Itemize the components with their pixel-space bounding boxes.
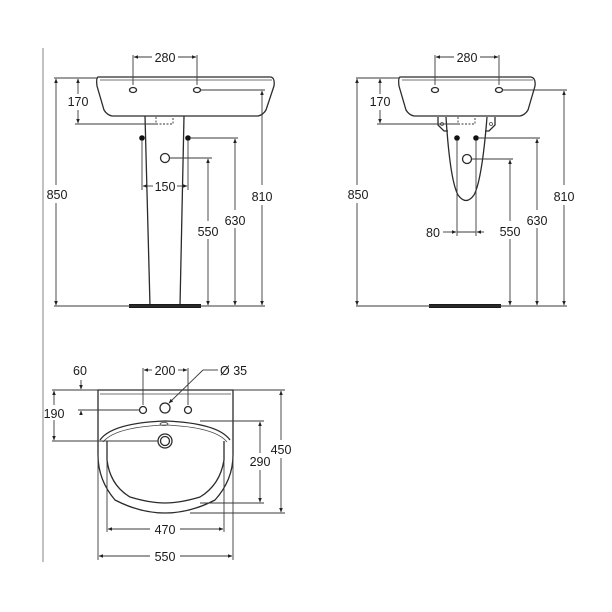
dim-150: 150 [155, 180, 176, 194]
supply-dot-left [139, 135, 145, 141]
tap-hole-left [430, 86, 440, 94]
basin-outer-outline [97, 389, 234, 514]
dim-810: 810 [252, 190, 273, 204]
bowl-rim-top [99, 420, 231, 441]
dim-850: 850 [47, 188, 68, 202]
pedestal-left-edge [144, 115, 151, 307]
dim-630: 630 [527, 214, 548, 228]
dim-280: 280 [457, 51, 478, 65]
dim-190: 190 [44, 407, 65, 421]
dim-280: 280 [155, 51, 176, 65]
waste-outlet [461, 153, 473, 165]
drain-inner [159, 435, 171, 447]
dim-170: 170 [68, 95, 89, 109]
semi-pedestal-view: 280 170 850 810 630 550 80 [348, 51, 575, 308]
dim-170: 170 [370, 95, 391, 109]
supply-dot-left [454, 135, 460, 141]
dim-630: 630 [225, 214, 246, 228]
dim-60: 60 [73, 364, 87, 378]
pedestal-view: 280 170 850 810 630 550 150 [47, 51, 275, 308]
tap-hole-center [159, 402, 171, 414]
tap-hole-right [494, 86, 504, 94]
dim-850: 850 [348, 188, 369, 202]
dim-550: 550 [198, 225, 219, 239]
basin-outline [96, 76, 275, 117]
supply-dot-right [473, 135, 479, 141]
tap-hole-right [183, 405, 193, 415]
basin-outline [398, 76, 536, 117]
supply-dot-right [185, 135, 191, 141]
plan-view: 200 Ø 35 60 190 290 450 470 [44, 364, 292, 564]
tap-hole-left [138, 405, 148, 415]
dim-450: 450 [271, 443, 292, 457]
dim-810: 810 [554, 190, 575, 204]
bowl-inner-outline [106, 441, 225, 504]
tap-hole-left [128, 86, 138, 94]
dim-550-width: 550 [155, 550, 176, 564]
dim-470: 470 [155, 523, 176, 537]
semi-pedestal [445, 116, 488, 202]
dim-290: 290 [250, 455, 271, 469]
dim-80: 80 [426, 226, 440, 240]
bracket-left [437, 117, 448, 132]
bracket-right [485, 117, 496, 132]
tap-hole-right [192, 86, 202, 94]
pedestal-right-edge [179, 115, 185, 307]
dim-200: 200 [155, 364, 176, 378]
dim-550: 550 [500, 225, 521, 239]
waste-outlet [159, 152, 171, 164]
dim-diameter-35: Ø 35 [220, 364, 247, 378]
